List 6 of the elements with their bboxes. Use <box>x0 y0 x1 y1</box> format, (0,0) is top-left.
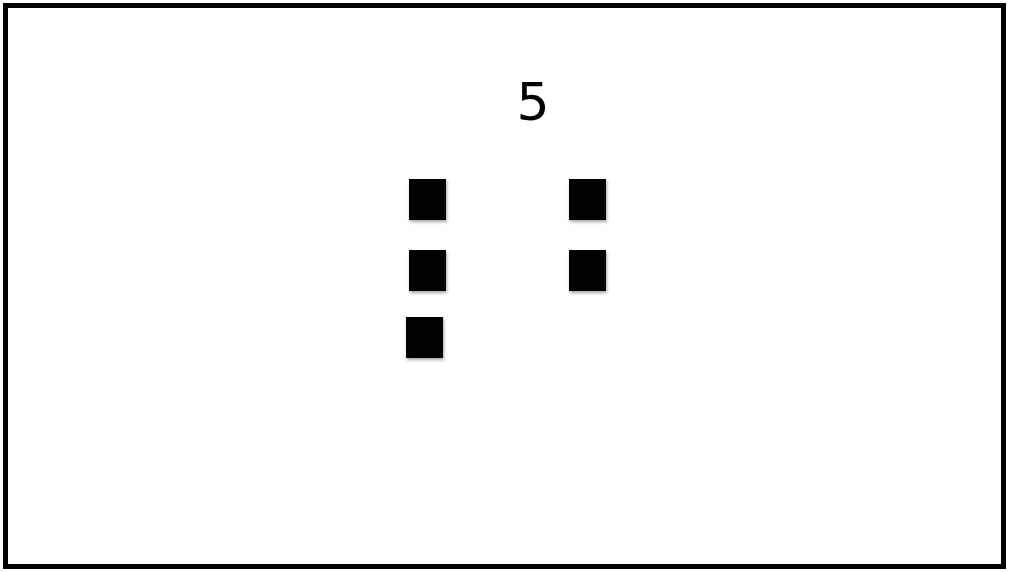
square-block <box>406 317 443 358</box>
square-block <box>409 179 446 220</box>
square-block <box>569 179 606 220</box>
square-block <box>409 250 446 291</box>
number-label: 5 <box>515 71 551 134</box>
square-block <box>569 250 606 291</box>
